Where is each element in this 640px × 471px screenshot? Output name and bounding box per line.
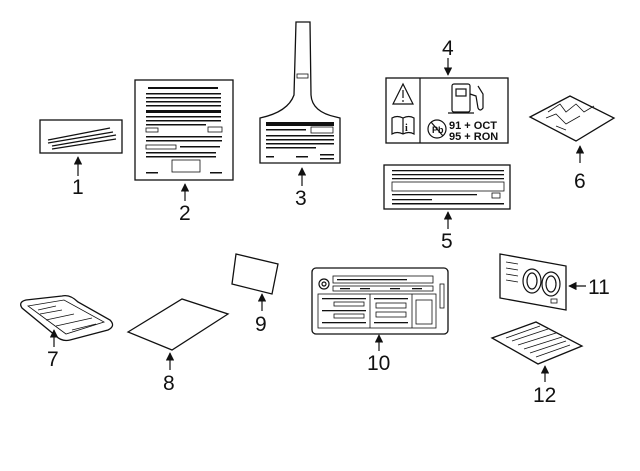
- callout-1: 1: [72, 176, 84, 199]
- part-6-sheet: [528, 95, 616, 142]
- part-5-horizontal-label: [383, 164, 511, 210]
- part-7-label: [20, 294, 114, 342]
- callout-4: 4: [442, 37, 454, 60]
- part-2-document-label: [134, 79, 234, 181]
- part-8-blank-sheet: [126, 298, 230, 351]
- no-leaded-fuel-icon: Pb: [427, 119, 447, 139]
- part-3-tag-label: [259, 21, 341, 164]
- part-12-lined-sheet: [490, 321, 584, 365]
- fuel-pump-icon: [448, 83, 484, 114]
- callout-10: 10: [367, 352, 390, 375]
- fuel-ron-text: 95 + RON: [449, 131, 498, 143]
- callout-12: 12: [533, 384, 556, 407]
- callout-6: 6: [574, 170, 586, 193]
- svg-text:Pb: Pb: [432, 125, 444, 135]
- callout-9: 9: [255, 313, 267, 336]
- part-10-panel-label: [311, 267, 449, 335]
- svg-text:i: i: [405, 123, 408, 134]
- part-1-label: [39, 119, 123, 154]
- callout-2: 2: [179, 202, 191, 225]
- part-11-gauge-label: [499, 253, 567, 311]
- fuel-octane-text: 91 + OCT: [449, 120, 497, 132]
- callout-3: 3: [295, 187, 307, 210]
- warning-triangle-icon: [392, 82, 414, 105]
- callout-5: 5: [441, 230, 453, 253]
- callout-11: 11: [588, 276, 610, 299]
- part-4-fuel-label: i Pb 91 + OCT 95 + RON: [385, 77, 509, 144]
- callout-8: 8: [163, 372, 175, 395]
- part-9-card: [231, 253, 279, 295]
- callout-7: 7: [47, 348, 59, 371]
- manual-book-icon: i: [391, 115, 415, 136]
